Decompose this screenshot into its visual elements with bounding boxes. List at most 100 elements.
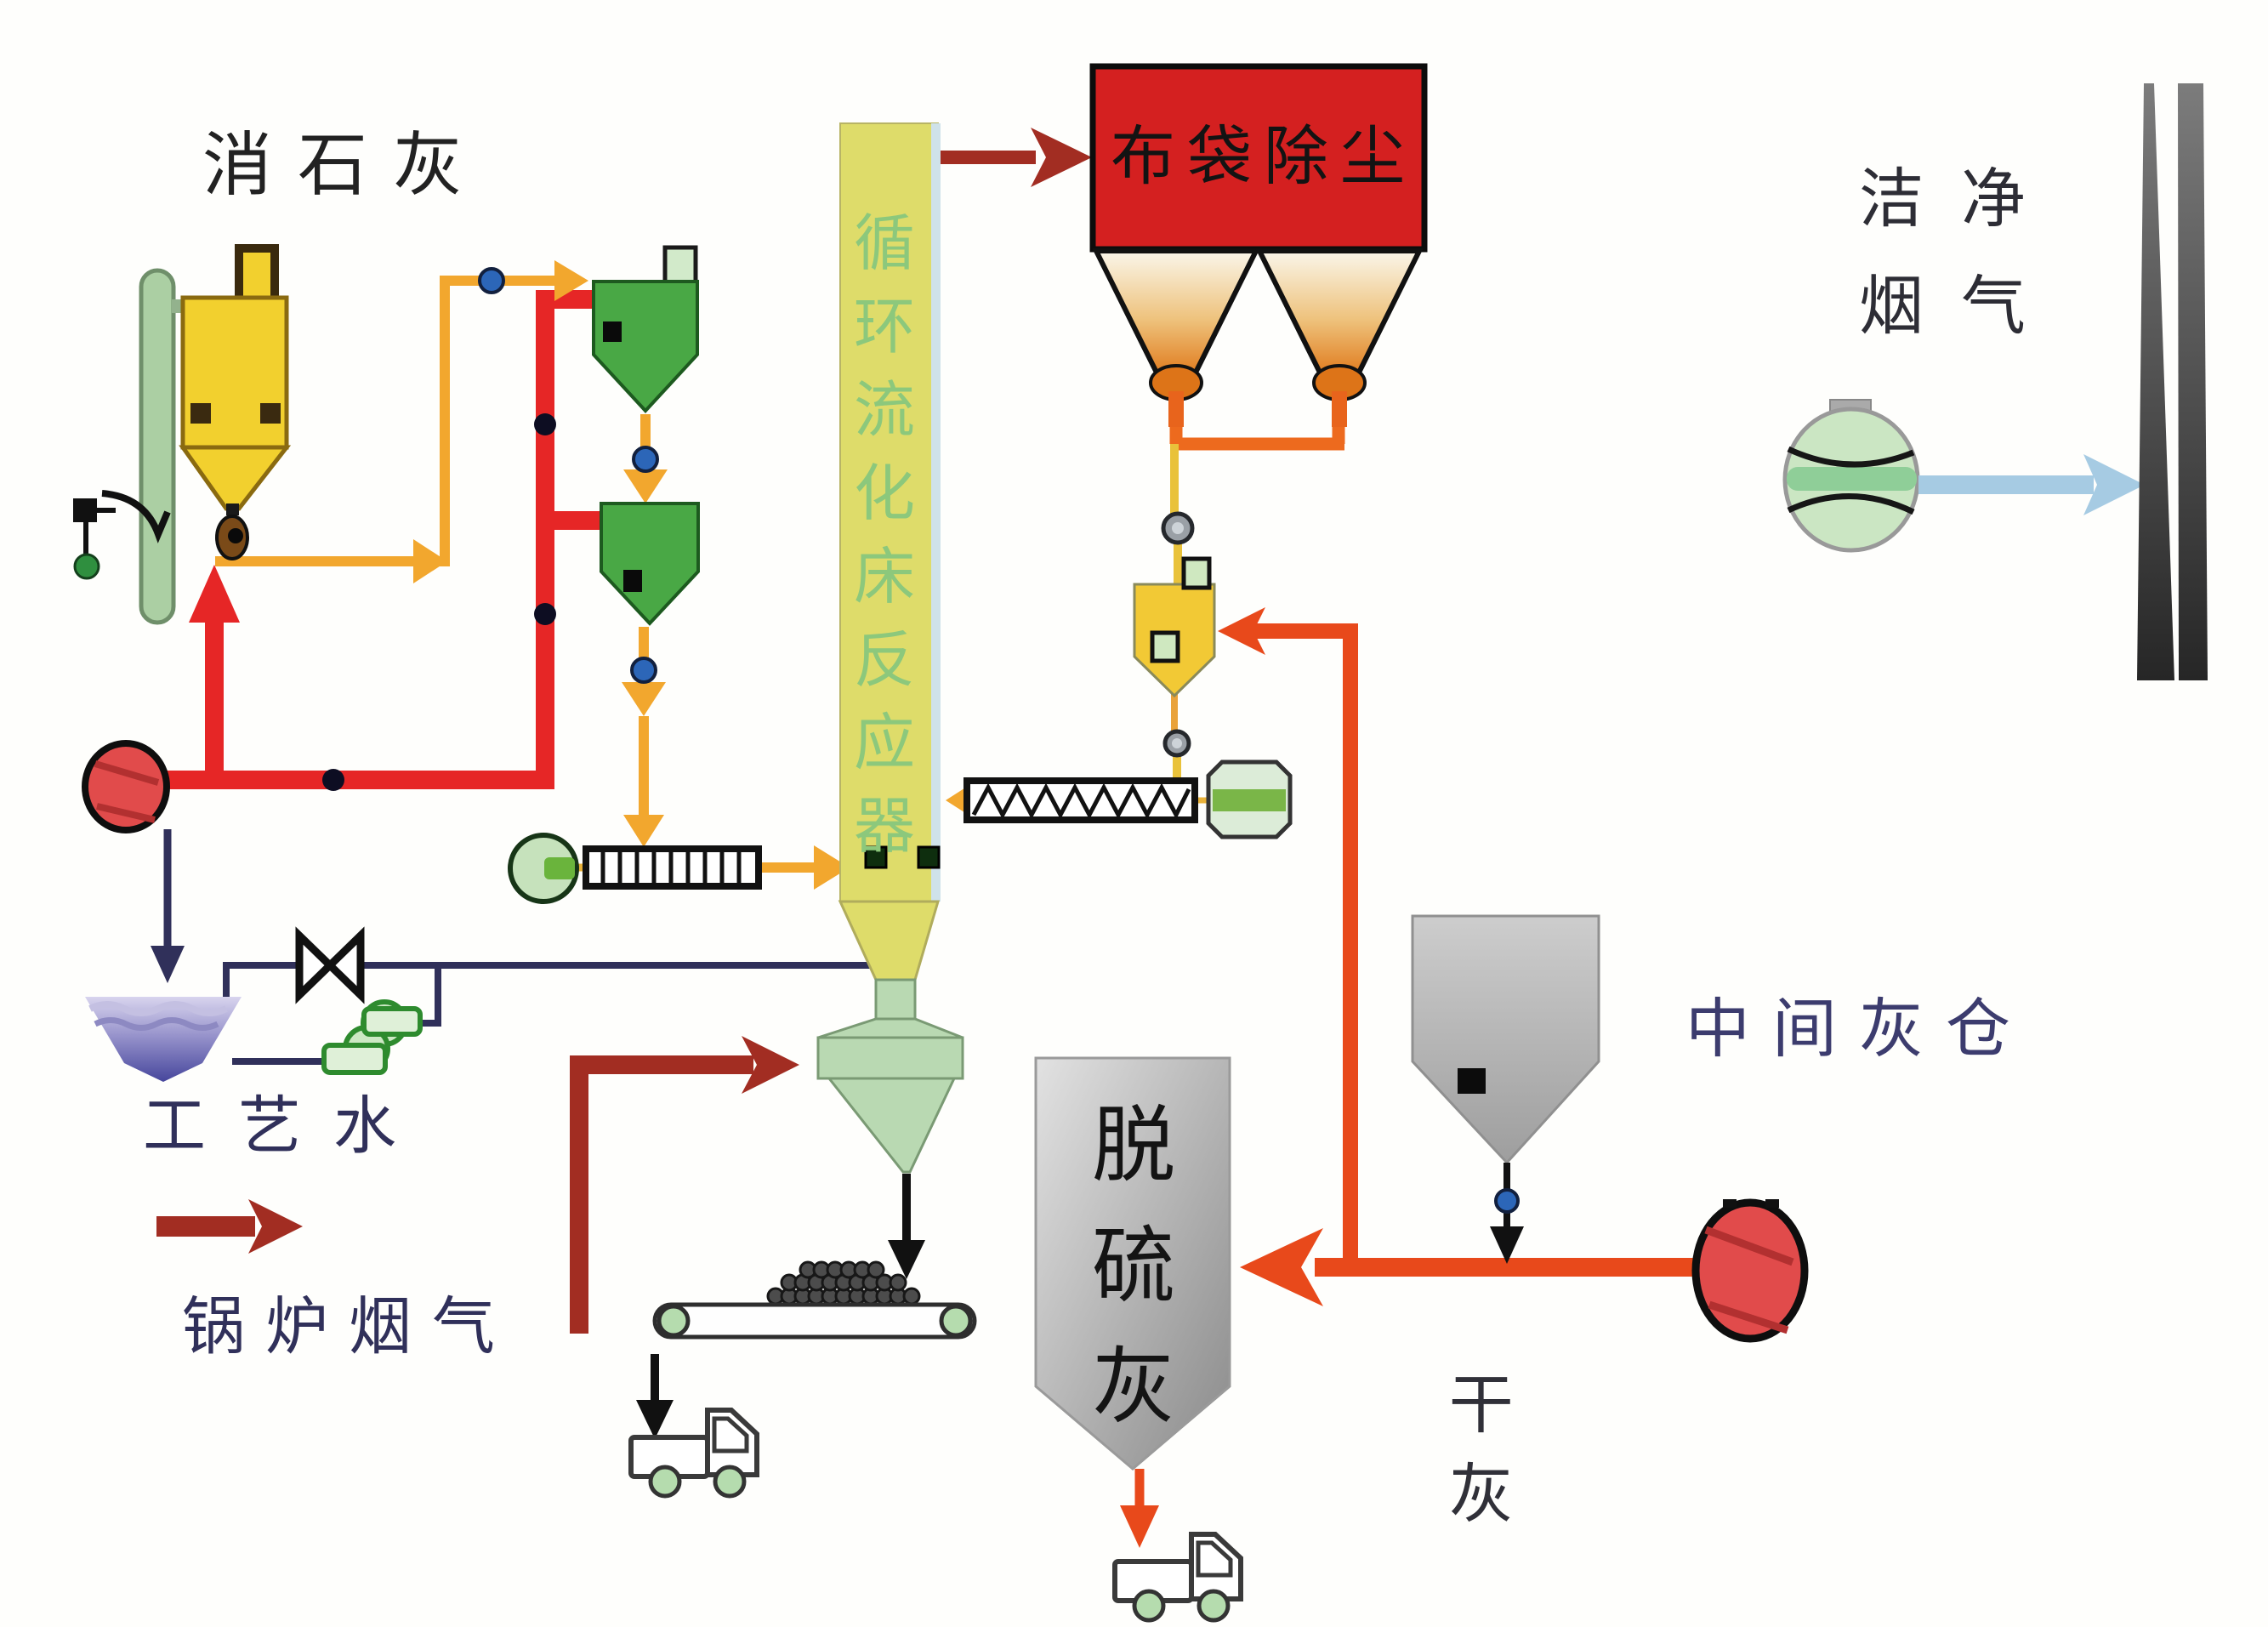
fan2-blades — [1704, 1226, 1794, 1334]
truck2-wheel-2 — [1197, 1589, 1231, 1623]
motor1-body — [508, 833, 579, 904]
chimney-right-edge — [2178, 83, 2208, 680]
belt-discharge-arrow — [636, 1354, 674, 1439]
clean-gas-fan — [1782, 399, 1920, 553]
lime-pipe-main — [167, 290, 595, 789]
belt-drop-arrowhead — [636, 1400, 674, 1439]
ash-recycle-pipes — [1134, 623, 1697, 1509]
arrowhead-o2 — [554, 260, 588, 301]
screw-conveyor-motor-1 — [508, 833, 579, 904]
lime-feeder-pole — [139, 268, 185, 625]
tank-wave-1 — [88, 1001, 228, 1016]
blue-valve-dot-4 — [1494, 1188, 1520, 1214]
silo-square-2 — [260, 403, 281, 424]
silo-body — [180, 295, 289, 450]
riser-line — [440, 276, 561, 566]
reactor-edge-highlight — [931, 123, 941, 902]
tank-body — [85, 997, 242, 1082]
label-slaked-lime: 消石灰 — [202, 125, 489, 206]
truck2-window — [1196, 1540, 1233, 1578]
clean-gas-arrowhead — [2083, 454, 2145, 515]
cyclone2-square — [623, 570, 642, 592]
rotary-valve-1-core — [1172, 522, 1184, 534]
instrument-box — [73, 498, 97, 522]
reactor-nozzle-2 — [917, 845, 941, 869]
flue-gas-arrowhead — [742, 1036, 799, 1094]
ash-hopper-arrowhead — [1218, 607, 1265, 655]
screw-conveyor-2 — [963, 777, 1208, 823]
water-supply-line — [223, 962, 900, 1010]
ash-truck-2 — [1112, 1532, 1243, 1623]
instrument-green-dot — [73, 553, 100, 580]
duct-arrowhead — [1031, 128, 1092, 187]
screw-conveyor-motor-2 — [1206, 759, 1293, 839]
intermediate-ash-silo — [1411, 914, 1600, 1264]
level-instrument — [73, 490, 171, 580]
junction-dot-2 — [534, 413, 556, 435]
cyclone1-body — [592, 280, 699, 413]
label-reactor: 循环流化床反应器 — [854, 208, 916, 862]
process-water-circuit — [151, 829, 900, 1065]
label-bag-filter: 布袋除尘 — [1111, 118, 1417, 194]
bf-stub-left — [1168, 391, 1184, 427]
legend-arrowhead — [248, 1199, 303, 1254]
conveyor2-screw — [971, 782, 1191, 820]
cyclone2-body — [600, 502, 700, 626]
truck2-wheel-1 — [1132, 1589, 1166, 1623]
arrowhead-o6 — [814, 845, 850, 890]
blue-valve-dot-2 — [632, 446, 659, 473]
ash-recycle-fan — [1691, 1198, 1809, 1343]
cgfan-blade-1 — [1787, 446, 1915, 468]
silo-outlet-core — [228, 528, 243, 543]
venturi-neck — [874, 978, 917, 1021]
label-clean-gas-line1: 洁净 — [1859, 161, 2063, 236]
water-down-arrowhead — [151, 946, 185, 983]
silo-cap — [235, 244, 279, 307]
recycle-hopper-port-2 — [1150, 630, 1180, 663]
truck1-wheel-2 — [713, 1465, 747, 1499]
recycle-ash-hopper — [1133, 556, 1216, 698]
lime-cyclone-2 — [600, 502, 700, 626]
bag-filter-hopper-right — [1255, 248, 1424, 378]
junction-dot-3 — [534, 603, 556, 625]
lime-transport-fan — [82, 740, 170, 833]
blue-valve-dot-3 — [630, 657, 657, 684]
legend-flue-gas-arrow — [156, 1199, 303, 1254]
reactor-column — [816, 122, 964, 1174]
instrument-hook — [101, 490, 171, 543]
belt-conveyor — [652, 1302, 977, 1340]
label-desulfurized-ash: 脱硫灰 — [1092, 1097, 1176, 1436]
venturi-flare — [817, 1017, 963, 1039]
reactor-cone — [826, 1077, 957, 1174]
ash-pile — [766, 1260, 921, 1306]
cgfan-band — [1787, 467, 1917, 491]
bf-stub-right — [1332, 391, 1347, 427]
pump-riser-line — [420, 965, 441, 1027]
cyclone1-square — [603, 321, 622, 342]
silo-outlet-stub — [226, 503, 239, 515]
chimney-left-edge — [2137, 83, 2174, 680]
tank-wave-2 — [94, 1017, 219, 1031]
ash-riser-pipe — [1253, 623, 1358, 1267]
desulfurized-ash-silo — [1034, 1056, 1231, 1471]
fan2-tab-1 — [1723, 1199, 1737, 1208]
cone-drop-arrowhead — [888, 1240, 925, 1279]
desulf-silo-body — [1034, 1056, 1231, 1471]
fan2-tab-2 — [1765, 1199, 1779, 1208]
arrowhead-o5 — [623, 815, 664, 847]
mid-silo-arrowhead — [1490, 1226, 1524, 1264]
label-clean-gas-line2: 烟气 — [1859, 268, 2063, 344]
conveyor1-cells — [600, 849, 742, 886]
reactor-nozzle-1 — [864, 845, 888, 869]
ash-big-arrowhead — [1240, 1228, 1323, 1306]
truck1-window — [712, 1416, 749, 1453]
valve-right-triangle — [324, 926, 365, 1004]
water-pump — [321, 999, 423, 1075]
belt-roller-1 — [657, 1304, 691, 1338]
label-process-water: 工艺水 — [143, 1089, 429, 1163]
label-boiler-flue-gas: 锅炉烟气 — [182, 1290, 515, 1363]
pump-upper-port — [361, 1006, 423, 1037]
screw-conveyor-1 — [560, 845, 762, 890]
